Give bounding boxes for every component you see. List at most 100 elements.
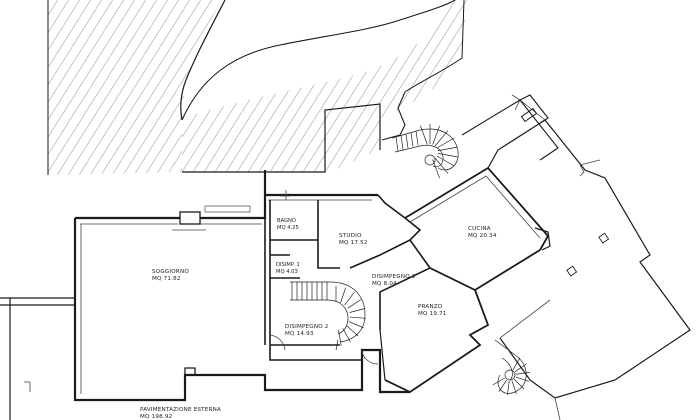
stair-tread — [344, 292, 355, 306]
stair-tread — [434, 130, 449, 147]
hatch-line — [363, 0, 467, 172]
hatch-line — [252, 0, 372, 180]
cucina-bay — [534, 227, 551, 251]
stair-tread — [405, 133, 409, 149]
terrace-boundary-curve — [181, 0, 456, 121]
hatch-line — [174, 0, 222, 175]
upper-terrace — [461, 94, 559, 161]
hatch-line — [209, 0, 331, 172]
stair-tread — [400, 135, 404, 150]
svg-text:CUCINA: CUCINA — [468, 226, 491, 232]
stair-tread — [437, 153, 458, 158]
hatch-line — [341, 0, 463, 172]
stair-tread — [515, 372, 530, 375]
stair-tread — [434, 157, 449, 174]
spiral-stair-central — [290, 281, 366, 351]
hatch-line — [407, 0, 467, 172]
upper-terrace-wall — [381, 91, 406, 141]
door-arc-stair — [269, 334, 286, 351]
svg-text:MQ 14.93: MQ 14.93 — [285, 331, 314, 337]
garden-boundary-curve — [180, 0, 226, 121]
hatch-line — [0, 0, 42, 180]
corner-mark — [24, 381, 31, 392]
hatch-line — [429, 0, 467, 172]
hatch-line — [308, 0, 430, 172]
pranzo-entry — [379, 329, 386, 381]
window-top — [204, 205, 251, 213]
stair-tread — [515, 376, 530, 382]
outer-wall-main — [73, 218, 410, 402]
stair-tread — [420, 125, 428, 145]
spiral-stair-upper — [391, 124, 459, 179]
svg-text:MQ 4.25: MQ 4.25 — [277, 225, 299, 231]
outer-terrace-left — [0, 297, 75, 420]
hatch-line — [319, 0, 441, 172]
hatch-line — [182, 0, 276, 172]
soggiorno-bay — [184, 367, 196, 375]
stair-tread — [348, 321, 364, 329]
hatch-line — [198, 0, 320, 172]
terrace-post — [579, 164, 585, 177]
hatch-line — [182, 0, 232, 172]
hatch-line — [352, 0, 467, 172]
stair-tread — [437, 146, 458, 151]
hatch-line — [48, 0, 153, 175]
hatch-line — [185, 0, 222, 175]
wall-bagno — [264, 200, 319, 345]
stair-tread — [511, 380, 517, 395]
hatch-line — [196, 0, 222, 175]
hatch-line — [75, 0, 197, 175]
hatch-line — [451, 0, 467, 172]
hatch-line — [48, 0, 76, 175]
hatch-line — [242, 0, 364, 172]
hatch-line — [418, 0, 467, 172]
door-arc-bagno — [280, 190, 290, 200]
svg-text:MQ 8.04: MQ 8.04 — [372, 281, 397, 287]
stair-tread — [432, 125, 440, 145]
hatch-line — [182, 0, 254, 172]
svg-text:BAGNO: BAGNO — [277, 218, 296, 224]
stair-tread — [432, 159, 440, 179]
svg-text:MQ 4.03: MQ 4.03 — [276, 269, 298, 275]
label-disimpegno2: DISIMPEGNO 2 MQ 14.93 — [285, 324, 328, 337]
stair-tread — [513, 378, 525, 390]
wall-pranzo — [384, 289, 490, 394]
hatch-line — [286, 0, 408, 172]
hatch-line — [48, 0, 109, 175]
stair-tread — [340, 287, 347, 303]
hatch-line — [231, 0, 353, 172]
svg-text:MQ 71.82: MQ 71.82 — [152, 276, 181, 282]
hatch-line — [0, 0, 31, 180]
hatch-line — [48, 0, 54, 175]
wall-cucina-inner — [409, 175, 541, 239]
wall-cucina — [404, 166, 550, 292]
stair-tread — [347, 299, 362, 309]
hatch-line — [48, 0, 131, 175]
stair-tread — [349, 308, 366, 313]
hatch-line — [187, 0, 309, 172]
stair-tread — [498, 379, 507, 392]
hatch-line — [440, 0, 467, 172]
label-bagno: BAGNO MQ 4.25 — [277, 218, 299, 231]
door-arc-disimpegno2 — [361, 349, 379, 365]
svg-text:MQ 19.71: MQ 19.71 — [418, 311, 447, 317]
hatch-line — [385, 0, 467, 172]
hatch-line — [182, 0, 287, 172]
stair-tread — [415, 130, 419, 146]
stair-tread — [436, 155, 455, 167]
terrace-outline — [487, 119, 691, 399]
svg-text:SOGGIORNO: SOGGIORNO — [152, 269, 189, 275]
fireplace — [179, 211, 201, 225]
hatch-line — [374, 0, 467, 172]
stair-tread — [342, 328, 351, 343]
hatch-line — [108, 0, 222, 175]
hatch-line — [97, 0, 219, 175]
hatch-line — [48, 0, 164, 175]
hatch-line — [462, 0, 467, 172]
label-disimpegno3: DISIMPEGNO 3 MQ 8.04 — [372, 274, 416, 287]
hatch-line — [207, 0, 222, 175]
svg-text:MQ 20.34: MQ 20.34 — [468, 233, 497, 239]
stair-tread — [436, 137, 455, 149]
spiral-stair-lower — [492, 339, 530, 395]
hatch-line — [48, 0, 65, 175]
